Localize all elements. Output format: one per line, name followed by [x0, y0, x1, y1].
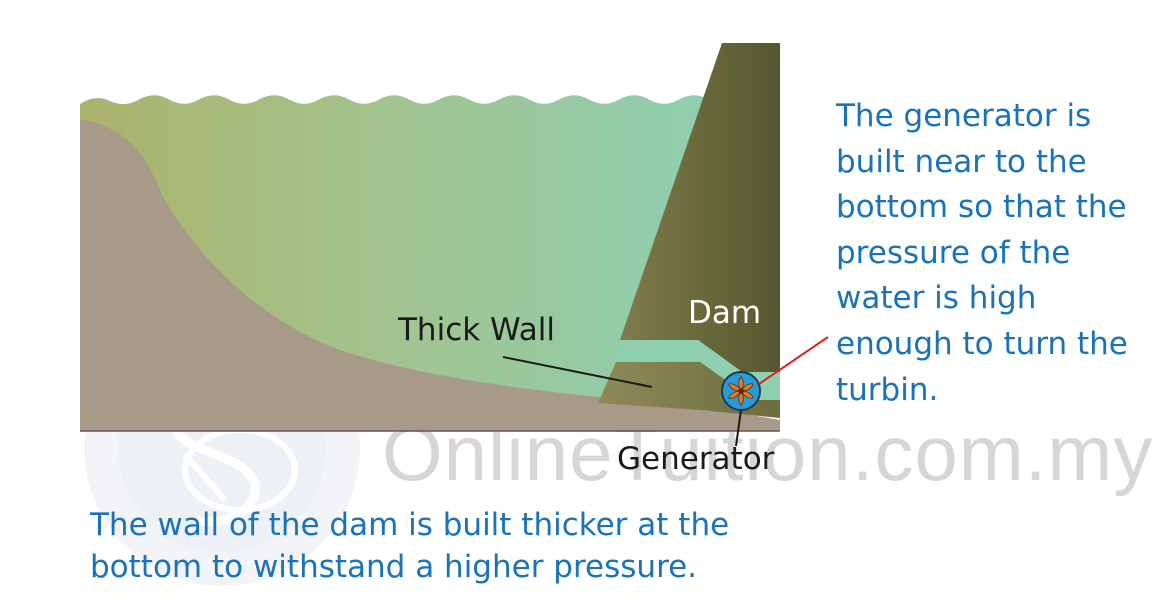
ground-bank: [80, 119, 780, 431]
thick-wall-label: Thick Wall: [398, 312, 555, 348]
generator-position-note: The generator is built near to the botto…: [836, 98, 1128, 408]
dam-label: Dam: [688, 295, 762, 331]
note-pointer: [758, 336, 829, 385]
generator-label: Generator: [617, 441, 775, 477]
thick-wall-pointer: [502, 356, 653, 388]
dam-wall: [620, 43, 780, 372]
wall-thickness-note: The wall of the dam is built thicker at …: [90, 507, 730, 585]
generator-turbine-icon: [721, 371, 761, 411]
generator-pointer: [735, 409, 742, 447]
